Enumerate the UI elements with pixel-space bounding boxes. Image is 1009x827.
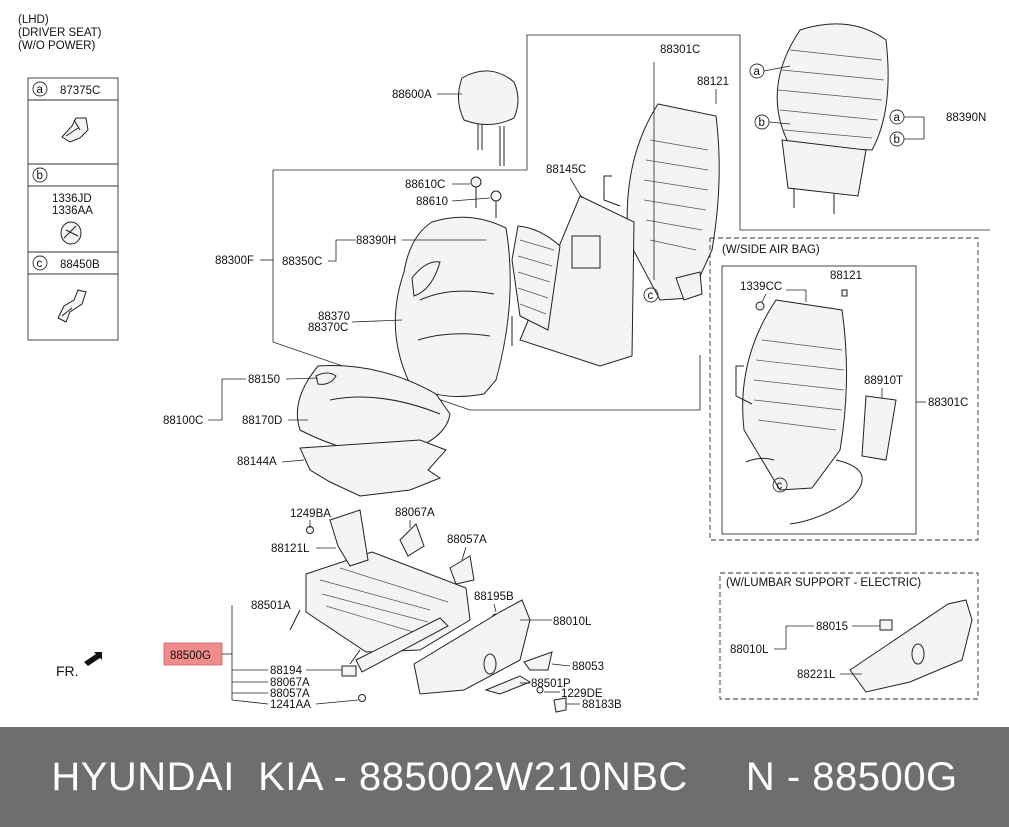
hardware-parts bbox=[306, 509, 501, 702]
backrest-cover-part bbox=[394, 216, 511, 397]
legend-letter-c: c bbox=[37, 258, 43, 270]
hook-clip-icon bbox=[57, 289, 87, 323]
callout-88300F: 88300F bbox=[215, 255, 254, 267]
legend-table: a 87375C b 1336JD 1336AA c 88450B bbox=[27, 77, 119, 341]
svg-text:a: a bbox=[754, 66, 761, 78]
cushion-mat-part bbox=[299, 439, 447, 497]
lumbar-support-variant: (W/LUMBAR SUPPORT - ELECTRIC) bbox=[719, 572, 979, 700]
legend-marker-b bbox=[32, 167, 48, 183]
rear-cover-part bbox=[776, 23, 889, 214]
callout-1241AA: 1241AA bbox=[270, 699, 311, 711]
callout-88390N: 88390N bbox=[946, 112, 986, 124]
callout-88390H: 88390H bbox=[356, 235, 396, 247]
callout-88500G: 88500G bbox=[170, 650, 211, 662]
legend-frame bbox=[27, 77, 119, 341]
clip-87375C-icon bbox=[61, 117, 89, 143]
legend-marker-c bbox=[32, 255, 48, 271]
headrest-part bbox=[458, 70, 519, 166]
seatback-frame-part bbox=[603, 103, 720, 301]
front-arrow-icon bbox=[84, 652, 102, 666]
callout-88144A: 88144A bbox=[237, 456, 277, 468]
callout-88067A-top: 88067A bbox=[395, 507, 435, 519]
legend-part-1336JD: 1336JD bbox=[52, 193, 92, 205]
assembly-bracket-top bbox=[526, 34, 990, 231]
callout-88910T: 88910T bbox=[864, 375, 903, 387]
callout-88183B: 88183B bbox=[582, 699, 622, 711]
callout-88057A-bot: 88057A bbox=[270, 688, 310, 700]
svg-text:a: a bbox=[894, 112, 901, 124]
callout-88600A: 88600A bbox=[392, 89, 432, 101]
callout-88015: 88015 bbox=[816, 621, 848, 633]
note-driver-seat: (DRIVER SEAT) bbox=[18, 27, 102, 39]
variant-side-air-bag-label: (W/SIDE AIR BAG) bbox=[722, 244, 820, 256]
legend-letter-b: b bbox=[37, 170, 43, 182]
part-number-footer: HYUNDAI KIA - 885002W210NBC N - 88500G bbox=[0, 727, 1009, 827]
note-without-power: (W/O POWER) bbox=[18, 40, 95, 52]
callout-88610C: 88610C bbox=[405, 179, 445, 191]
callout-88057A-top: 88057A bbox=[447, 534, 487, 546]
callout-88501P: 88501P bbox=[531, 678, 571, 690]
legend-marker-a bbox=[32, 81, 48, 97]
callout-1339CC: 1339CC bbox=[740, 281, 782, 293]
legend-letter-a: a bbox=[37, 84, 44, 96]
lumbar-support-box bbox=[719, 572, 979, 700]
variant-lumbar-label: (W/LUMBAR SUPPORT - ELECTRIC) bbox=[726, 577, 921, 589]
grommet-icon bbox=[60, 221, 82, 245]
front-label: FR. bbox=[56, 663, 79, 679]
callout-88121L: 88121L bbox=[271, 543, 310, 555]
front-direction-indicator: FR. bbox=[56, 652, 102, 679]
callout-88145C: 88145C bbox=[546, 164, 586, 176]
marker-c-top bbox=[643, 287, 659, 303]
side-air-bag-box bbox=[709, 237, 979, 541]
callout-88067A-bot: 88067A bbox=[270, 677, 310, 689]
callout-88121-top: 88121 bbox=[697, 76, 729, 88]
callout-88221L: 88221L bbox=[797, 669, 836, 681]
svg-text:b: b bbox=[759, 117, 765, 129]
callout-88194: 88194 bbox=[270, 665, 303, 677]
legend-part-1336AA: 1336AA bbox=[52, 205, 93, 217]
callout-88010L-lum: 88010L bbox=[730, 644, 769, 656]
callout-88010L: 88010L bbox=[553, 616, 592, 628]
callout-88301C-sab: 88301C bbox=[928, 397, 968, 409]
header-notes: (LHD) (DRIVER SEAT) (W/O POWER) bbox=[18, 14, 102, 52]
footer-part-number-text: HYUNDAI KIA - 885002W210NBC N - 88500G bbox=[51, 754, 958, 799]
callout-88501A: 88501A bbox=[251, 600, 291, 612]
callout-88053: 88053 bbox=[572, 661, 604, 673]
exploded-seat-diagram: (LHD) (DRIVER SEAT) (W/O POWER) a 87375C… bbox=[18, 14, 990, 713]
callout-88170D: 88170D bbox=[242, 415, 282, 427]
side-shield-part bbox=[413, 599, 567, 713]
callout-88610: 88610 bbox=[416, 196, 448, 208]
callout-88195B: 88195B bbox=[474, 591, 514, 603]
note-lhd: (LHD) bbox=[18, 14, 49, 26]
svg-text:b: b bbox=[894, 134, 900, 146]
svg-text:c: c bbox=[648, 290, 654, 302]
side-air-bag-variant: (W/SIDE AIR BAG) bbox=[709, 237, 979, 541]
legend-part-87375C: 87375C bbox=[60, 85, 100, 97]
legend-part-88450B: 88450B bbox=[60, 259, 100, 271]
backrest-pad-part bbox=[511, 225, 561, 346]
callout-88370: 88370 bbox=[318, 311, 350, 323]
headrest-guide-parts bbox=[470, 176, 502, 218]
callout-88370C: 88370C bbox=[308, 322, 348, 334]
seat-cushion-frame-part bbox=[289, 551, 471, 673]
callout-1229DE: 1229DE bbox=[561, 688, 603, 700]
svg-text:c: c bbox=[777, 480, 783, 492]
callout-1249BA: 1249BA bbox=[290, 508, 331, 520]
marker-c-sab bbox=[772, 477, 788, 493]
callout-88301C-top: 88301C bbox=[660, 44, 700, 56]
callout-88350C: 88350C bbox=[282, 256, 322, 268]
callout-88100C: 88100C bbox=[163, 415, 203, 427]
callout-88121-sab: 88121 bbox=[830, 270, 862, 282]
callout-88150: 88150 bbox=[248, 374, 280, 386]
